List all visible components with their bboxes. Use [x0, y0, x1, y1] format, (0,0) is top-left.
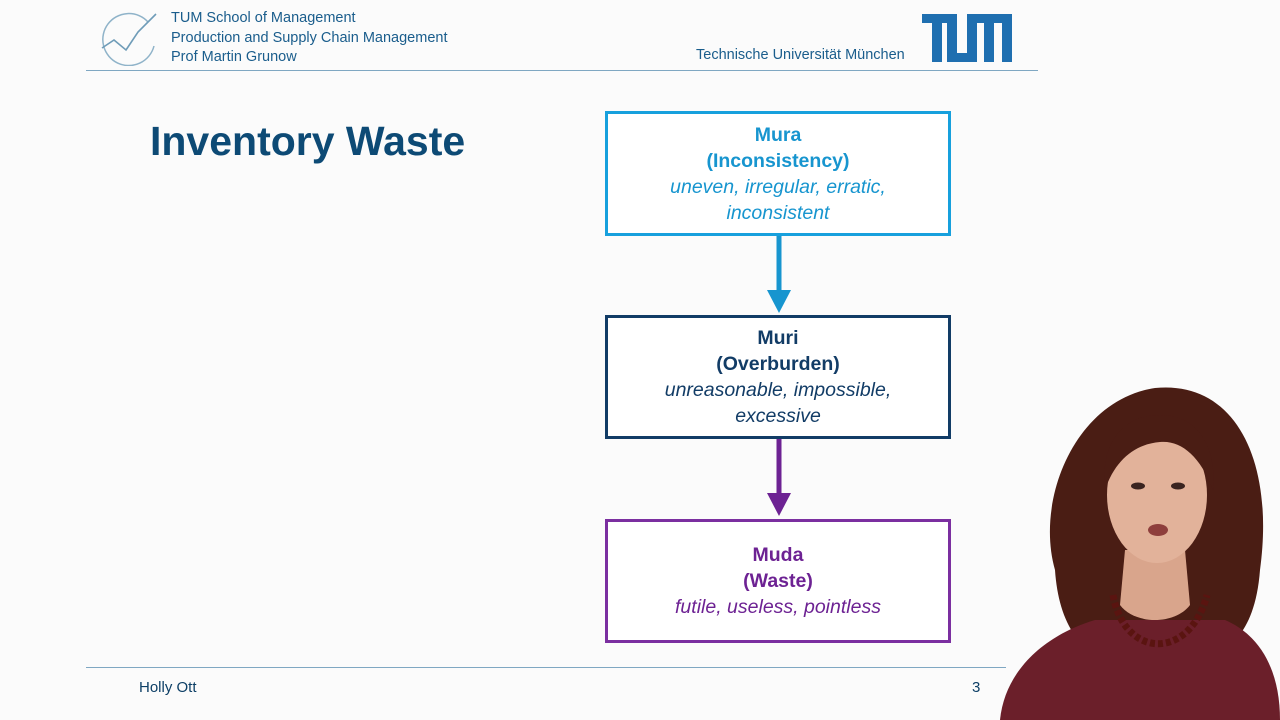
- mura-description: uneven, irregular, erratic, inconsistent: [670, 175, 886, 224]
- header-divider: [86, 70, 1038, 71]
- mura-translation: (Inconsistency): [706, 149, 850, 172]
- muri-translation: (Overburden): [716, 353, 840, 375]
- footer-divider: [86, 667, 1006, 668]
- arrow-down-icon: [767, 439, 791, 516]
- muda-description: futile, useless, pointless: [675, 596, 881, 618]
- muda-box: Muda (Waste) futile, useless, pointless: [605, 519, 951, 643]
- presenter-video: [1000, 387, 1280, 720]
- arrow-down-icon: [767, 236, 791, 313]
- muri-box: Muri (Overburden) unreasonable, impossib…: [605, 315, 951, 439]
- footer-author: Holly Ott: [139, 679, 197, 696]
- tum-logo-icon: [922, 14, 1012, 62]
- muda-translation: (Waste): [743, 570, 813, 592]
- header-school: TUM School of Management: [171, 10, 356, 26]
- mura-term: Mura: [754, 123, 802, 146]
- muri-description: unreasonable, impossible, excessive: [664, 379, 892, 427]
- muri-term: Muri: [757, 327, 799, 349]
- school-logo-icon: [101, 12, 157, 66]
- header-university: Technische Universität München: [696, 47, 905, 63]
- page-number: 3: [972, 679, 981, 696]
- header-institution: TUM School of Management Production and …: [171, 9, 447, 68]
- header-chair: Production and Supply Chain Management: [171, 29, 448, 46]
- muda-term: Muda: [752, 544, 804, 566]
- slide-title: Inventory Waste: [150, 118, 466, 164]
- mura-box: Mura (Inconsistency) uneven, irregular, …: [605, 111, 951, 236]
- header-professor: Prof Martin Grunow: [171, 49, 297, 65]
